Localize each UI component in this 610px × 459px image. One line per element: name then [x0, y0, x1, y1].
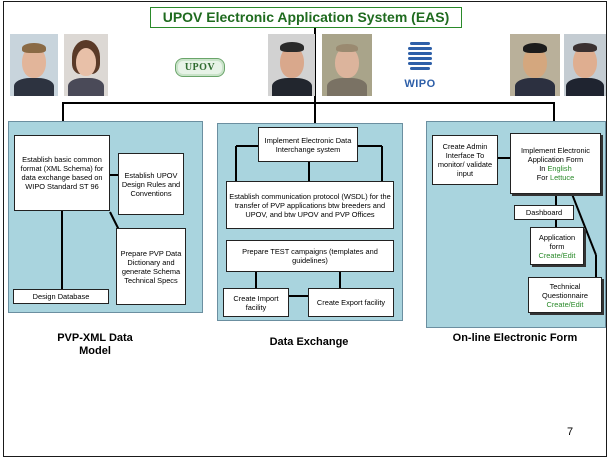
box-design-database: Design Database — [13, 289, 109, 304]
box-technical-questionnaire-card: Technical Questionnaire Create/Edit — [528, 277, 602, 313]
connector-top-bar — [62, 102, 555, 104]
box-create-export: Create Export facility — [308, 288, 394, 317]
connector-left-drop — [62, 102, 64, 123]
box-implement-edi: Implement Electronic Data Interchange sy… — [258, 127, 358, 162]
page-number: 7 — [567, 426, 574, 438]
photo-person-6 — [564, 34, 606, 96]
application-form-action: Create/Edit — [538, 250, 576, 260]
box-establish-design-rules: Establish UPOV Design Rules and Conventi… — [118, 153, 184, 215]
box-prepare-data-dictionary: Prepare PVP Data Dictionary and generate… — [116, 228, 186, 305]
wipo-logo: WIPO — [398, 42, 442, 94]
box-dashboard: Dashboard — [514, 205, 574, 220]
photo-person-2 — [64, 34, 108, 96]
technical-questionnaire-label: Technical Questionnaire — [541, 281, 588, 300]
connector-mid-drop — [314, 102, 316, 123]
box-prepare-test-campaigns: Prepare TEST campaigns (templates and gu… — [226, 240, 394, 272]
upov-logo: UPOV — [175, 58, 225, 77]
form-crop-line: For Lettuce — [537, 173, 574, 182]
box-establish-common-format: Establish basic common format (XML Schem… — [14, 135, 110, 211]
wipo-emblem-icon — [408, 42, 432, 72]
photo-person-5 — [510, 34, 560, 96]
form-language-line: In English — [539, 164, 571, 173]
connector-right-drop — [553, 102, 555, 123]
application-form-label: Application form — [538, 232, 576, 251]
box-establish-protocol: Establish communication protocol (WSDL) … — [226, 181, 394, 229]
technical-questionnaire-action: Create/Edit — [546, 299, 584, 309]
caption-data-exchange: Data Exchange — [269, 336, 349, 348]
box-application-form: Application form Create/Edit — [530, 227, 584, 265]
box-implement-application-form: Implement Electronic Application Form In… — [510, 133, 601, 194]
language-value: English — [547, 163, 572, 173]
for-label: For — [536, 172, 548, 182]
crop-value: Lettuce — [549, 172, 575, 182]
photo-person-1 — [10, 34, 58, 96]
photo-person-4 — [322, 34, 372, 96]
wipo-logo-text: WIPO — [404, 78, 436, 90]
in-label: In — [539, 163, 546, 173]
box-create-import: Create Import facility — [223, 288, 289, 317]
caption-online-form: On-line Electronic Form — [452, 332, 578, 344]
caption-pvp-xml: PVP-XML Data Model — [57, 332, 133, 357]
page-title: UPOV Electronic Application System (EAS) — [150, 7, 462, 28]
connector-title-trunk — [314, 27, 316, 104]
photo-person-3 — [268, 34, 315, 96]
box-create-admin-interface: Create Admin Interface To monitor/ valid… — [432, 135, 498, 185]
implement-form-label: Implement Electronic Application Form — [520, 145, 590, 164]
